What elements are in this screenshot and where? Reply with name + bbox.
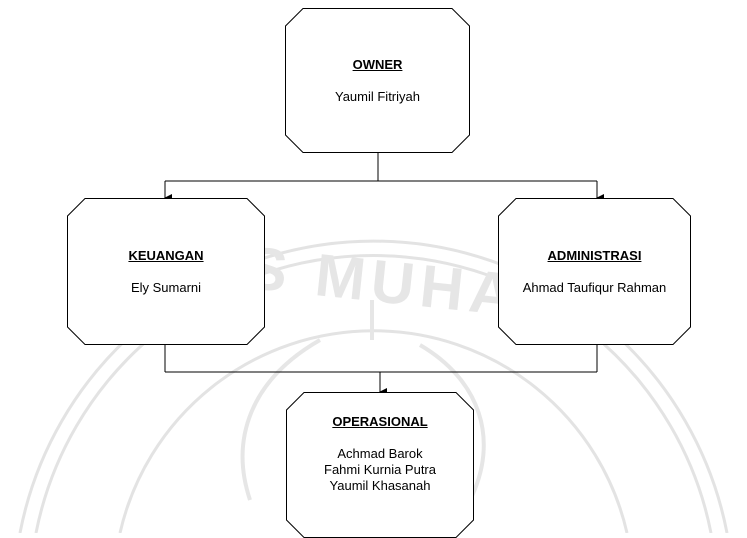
keuangan-node: KEUANGAN Ely Sumarni [67, 198, 265, 345]
owner-node: OWNER Yaumil Fitriyah [285, 8, 470, 153]
watermark-leaf-left [240, 338, 321, 501]
administrasi-title: ADMINISTRASI [547, 247, 642, 263]
watermark-outer-arc-2 [34, 254, 713, 533]
octagon-shape [67, 198, 265, 345]
keuangan-member: Ely Sumarni [130, 279, 202, 295]
operasional-title: OPERASIONAL [332, 414, 428, 429]
octagon-shape [498, 198, 691, 345]
operasional-member-3: Yaumil Khasanah [329, 478, 431, 493]
operasional-node: OPERASIONAL Achmad Barok Fahmi Kurnia Pu… [286, 392, 474, 538]
watermark-leaf-right [418, 343, 486, 501]
operasional-member-1: Achmad Barok [337, 446, 423, 461]
administrasi-member: Ahmad Taufiqur Rahman [522, 279, 667, 295]
watermark-outer-arc [18, 239, 729, 533]
administrasi-node: ADMINISTRASI Ahmad Taufiqur Rahman [498, 198, 691, 345]
operasional-member-2: Fahmi Kurnia Putra [324, 462, 436, 477]
owner-member: Yaumil Fitriyah [334, 88, 420, 104]
octagon-shape [285, 8, 470, 153]
keuangan-title: KEUANGAN [128, 247, 204, 263]
owner-title: OWNER [352, 56, 403, 72]
